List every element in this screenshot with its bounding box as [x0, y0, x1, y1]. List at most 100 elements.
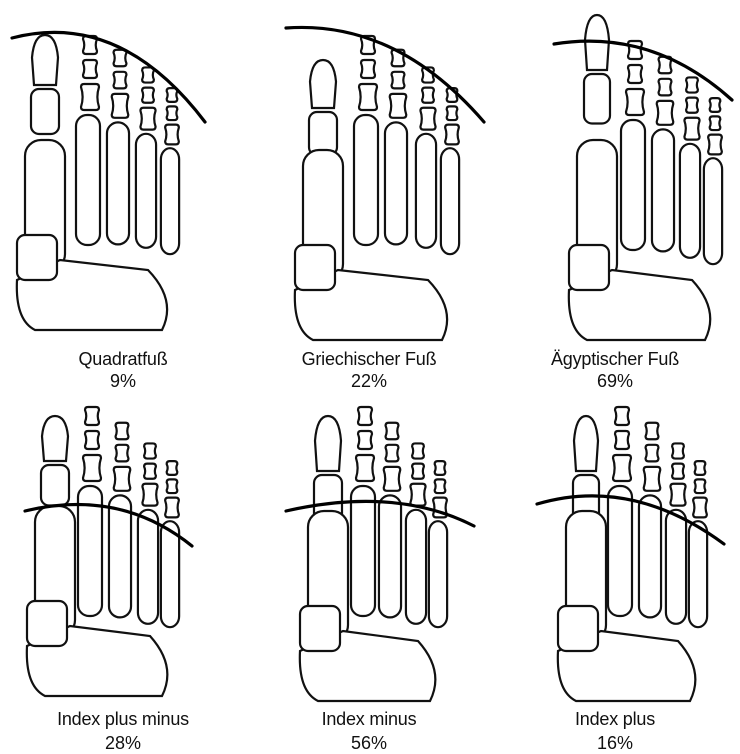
foot-panel-index-minus: Index minus 56% — [246, 376, 492, 752]
distal-phalanx — [142, 67, 154, 82]
foot-type-label: Index plus — [492, 708, 738, 730]
foot-type-label: Quadratfuß — [0, 348, 246, 370]
proximal-phalanx — [142, 484, 157, 506]
proximal-phalanx — [708, 135, 722, 155]
foot-bones — [17, 35, 179, 330]
middle-phalanx — [83, 60, 97, 78]
middle-phalanx — [435, 479, 446, 493]
lesser-metatarsal — [351, 486, 375, 616]
distal-phalanx — [646, 423, 659, 440]
middle-phalanx — [116, 445, 129, 462]
middle-phalanx — [710, 116, 721, 130]
foot-type-percent: 28% — [0, 732, 246, 754]
foot-panel-aegyptischer-fuss: Ägyptischer Fuß 69% — [492, 0, 738, 376]
foot-skeleton-index-plus — [492, 376, 738, 752]
panel-caption: Index plus minus — [0, 708, 246, 730]
distal-phalanx — [116, 423, 129, 440]
distal-phalanx — [435, 461, 446, 475]
foot-bones — [295, 36, 459, 340]
proximal-phalanx — [657, 101, 674, 125]
proximal-phalanx — [420, 108, 435, 130]
panel-caption: Ägyptischer Fuß — [492, 348, 738, 370]
lesser-metatarsal — [652, 129, 674, 251]
hallux-distal-phalanx — [42, 416, 68, 461]
middle-phalanx — [672, 464, 684, 479]
medial-cuneiform — [569, 245, 609, 290]
middle-phalanx — [615, 431, 629, 449]
foot-bones — [569, 15, 722, 340]
lesser-metatarsal — [161, 148, 179, 254]
distal-phalanx — [144, 443, 156, 458]
distal-phalanx — [672, 443, 684, 458]
distal-phalanx — [85, 407, 99, 425]
foot-skeleton-aegyptischer-fuss — [492, 0, 738, 376]
lesser-metatarsal — [354, 115, 378, 245]
middle-phalanx — [659, 79, 672, 96]
hallux-proximal-phalanx — [31, 89, 59, 134]
lesser-metatarsal — [136, 134, 156, 248]
medial-cuneiform — [27, 601, 67, 646]
hallux-distal-phalanx — [574, 416, 598, 471]
middle-phalanx — [646, 445, 659, 462]
lesser-metatarsal — [406, 510, 426, 624]
distal-phalanx — [695, 461, 706, 475]
foot-type-label: Index plus minus — [0, 708, 246, 730]
middle-phalanx — [361, 60, 375, 78]
middle-phalanx — [447, 106, 458, 120]
panel-caption: Quadratfuß — [0, 348, 246, 370]
middle-phalanx — [167, 106, 178, 120]
distal-phalanx — [358, 407, 372, 425]
hallux-proximal-phalanx — [584, 74, 610, 124]
middle-phalanx — [392, 72, 405, 89]
lesser-metatarsal — [666, 510, 686, 624]
proximal-phalanx — [356, 455, 374, 481]
proximal-phalanx — [390, 94, 407, 118]
foot-type-label: Index minus — [246, 708, 492, 730]
hallux-distal-phalanx — [32, 35, 58, 85]
lesser-metatarsal — [639, 495, 661, 617]
distal-phalanx — [615, 407, 629, 425]
foot-type-percent: 16% — [492, 732, 738, 754]
lesser-metatarsal — [107, 122, 129, 244]
panel-caption: Index plus — [492, 708, 738, 730]
distal-phalanx — [628, 41, 642, 59]
distal-phalanx — [167, 461, 178, 475]
hallux-distal-phalanx — [315, 416, 341, 471]
proximal-phalanx — [81, 84, 99, 110]
proximal-phalanx — [644, 467, 661, 491]
lesser-metatarsal — [689, 521, 707, 627]
hallux-proximal-phalanx — [41, 465, 69, 506]
distal-phalanx — [710, 98, 721, 112]
proximal-phalanx — [165, 498, 179, 518]
foot-skeleton-index-minus — [246, 376, 492, 752]
foot-skeleton-griechischer-fuss — [246, 0, 492, 376]
lesser-metatarsal — [379, 495, 401, 617]
middle-phalanx — [628, 65, 642, 83]
lesser-metatarsal — [680, 144, 700, 258]
middle-phalanx — [695, 479, 706, 493]
lesser-metatarsal — [704, 158, 722, 264]
foot-bones — [300, 407, 447, 701]
middle-phalanx — [114, 72, 127, 89]
foot-bones — [27, 407, 179, 696]
medial-cuneiform — [300, 606, 340, 651]
lesser-metatarsal — [161, 521, 179, 627]
proximal-phalanx — [445, 125, 459, 145]
middle-phalanx — [142, 88, 154, 103]
hallux-proximal-phalanx — [309, 112, 337, 155]
medial-cuneiform — [295, 245, 335, 290]
panel-caption: Griechischer Fuß — [246, 348, 492, 370]
proximal-phalanx — [626, 89, 644, 115]
lesser-metatarsal — [138, 510, 158, 624]
proximal-phalanx — [410, 484, 425, 506]
foot-skeleton-quadratfuss — [0, 0, 246, 376]
middle-phalanx — [144, 464, 156, 479]
foot-type-label: Griechischer Fuß — [246, 348, 492, 370]
foot-type-label: Ägyptischer Fuß — [492, 348, 738, 370]
middle-phalanx — [422, 88, 434, 103]
middle-phalanx — [85, 431, 99, 449]
foot-panel-griechischer-fuss: Griechischer Fuß 22% — [246, 0, 492, 376]
panel-caption: Index minus — [246, 708, 492, 730]
lesser-metatarsal — [441, 148, 459, 254]
